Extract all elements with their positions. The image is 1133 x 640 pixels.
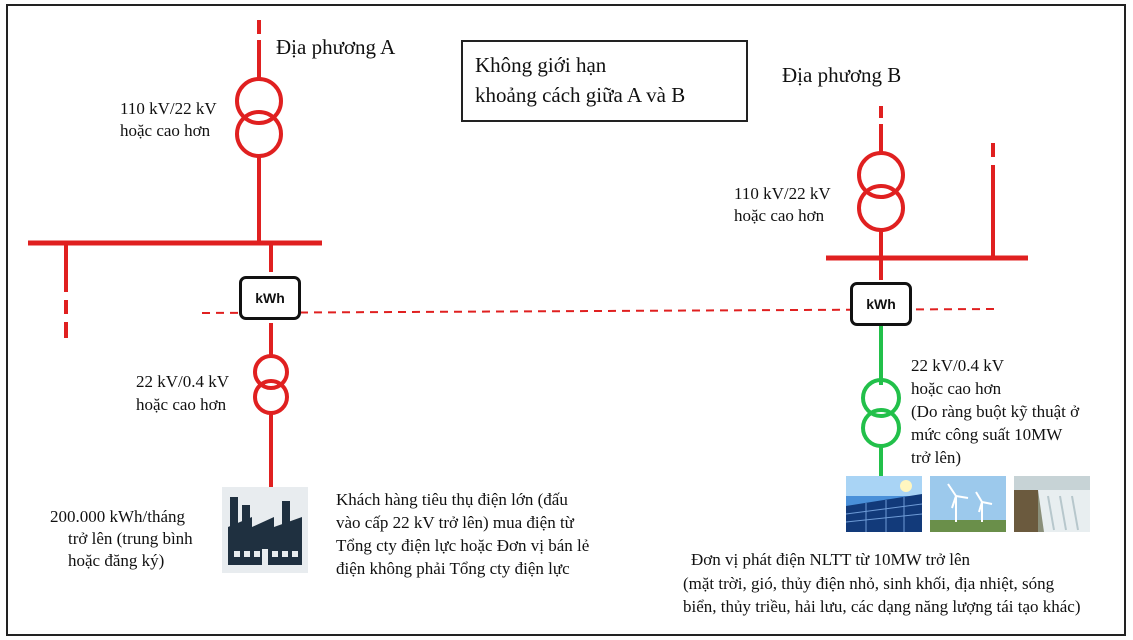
distance-note-line-1: Không giới hạn (475, 53, 607, 77)
site-a-transformer-low-coil-2 (253, 379, 289, 415)
site-a-title: Địa phương A (276, 35, 396, 59)
site-b-kwh-meter: kWh (850, 282, 912, 326)
site-a-customer-line-2: vào cấp 22 kV trở lên) mua điện từ (336, 513, 574, 532)
site-b-transformer-high-coil-2 (857, 184, 905, 232)
site-a-kwh-meter: kWh (239, 276, 301, 320)
site-b-tx-high-label-2: hoặc cao hơn (734, 206, 825, 225)
site-b-generator-line-1: Đơn vị phát điện NLTT từ 10MW trở lên (691, 550, 971, 569)
site-a-tx-high-label-1: 110 kV/22 kV (120, 99, 217, 118)
site-a-wiring (28, 20, 322, 490)
site-b-renewable-wiring (861, 326, 901, 478)
site-a-consumption-line-2: trở lên (trung bình (68, 529, 193, 548)
site-b-transformer-low-coil-1 (861, 378, 901, 418)
site-a-customer-line-3: Tổng cty điện lực hoặc Đơn vị bán lẻ (336, 536, 590, 555)
solar-panel-photo (846, 476, 922, 532)
site-a-customer-line-4: điện không phải Tổng cty điện lực (336, 559, 570, 578)
site-b-transformer-high-coil-1 (857, 151, 905, 199)
diagram-frame (6, 4, 1126, 636)
site-b-tx-low-label-1: 22 kV/0.4 kV (911, 356, 1005, 375)
site-b-wiring (826, 106, 1028, 280)
site-b-tx-low-label-2: hoặc cao hơn (911, 379, 1002, 398)
site-b-generator-line-2: (mặt trời, gió, thủy điện nhỏ, sinh khối… (683, 574, 1055, 593)
site-a-tx-low-label-1: 22 kV/0.4 kV (136, 372, 230, 391)
site-b-tx-low-label-5: trở lên) (911, 448, 962, 467)
site-a-tx-low-label-2: hoặc cao hơn (136, 395, 227, 414)
site-a-transformer-low-coil-1 (253, 354, 289, 390)
wind-turbine-photo (930, 476, 1006, 532)
site-a-tx-high-label-2: hoặc cao hơn (120, 121, 211, 140)
site-b-title: Địa phương B (782, 63, 902, 87)
site-a-transformer-high-coil-1 (235, 77, 283, 125)
site-a-consumption-line-1: 200.000 kWh/tháng (50, 507, 186, 526)
distance-note-box: Không giới hạn khoảng cách giữa A và B (461, 40, 748, 122)
site-b-tx-low-label-4: mức công suất 10MW (911, 425, 1063, 444)
site-b-tx-low-label-3: (Do ràng buột kỹ thuật ở (911, 402, 1080, 421)
site-a-transformer-high-coil-2 (235, 110, 283, 158)
site-b-generator-line-3: biển, thủy triều, hải lưu, các dạng năng… (683, 597, 1081, 616)
hydro-dam-photo (1014, 476, 1090, 532)
distance-note-line-2: khoảng cách giữa A và B (475, 83, 686, 107)
factory-icon (222, 487, 308, 573)
site-a-customer-line-1: Khách hàng tiêu thụ điện lớn (đấu (336, 490, 568, 509)
site-a-consumption-line-3: hoặc đăng ký) (68, 551, 165, 570)
site-b-tx-high-label-1: 110 kV/22 kV (734, 184, 831, 203)
